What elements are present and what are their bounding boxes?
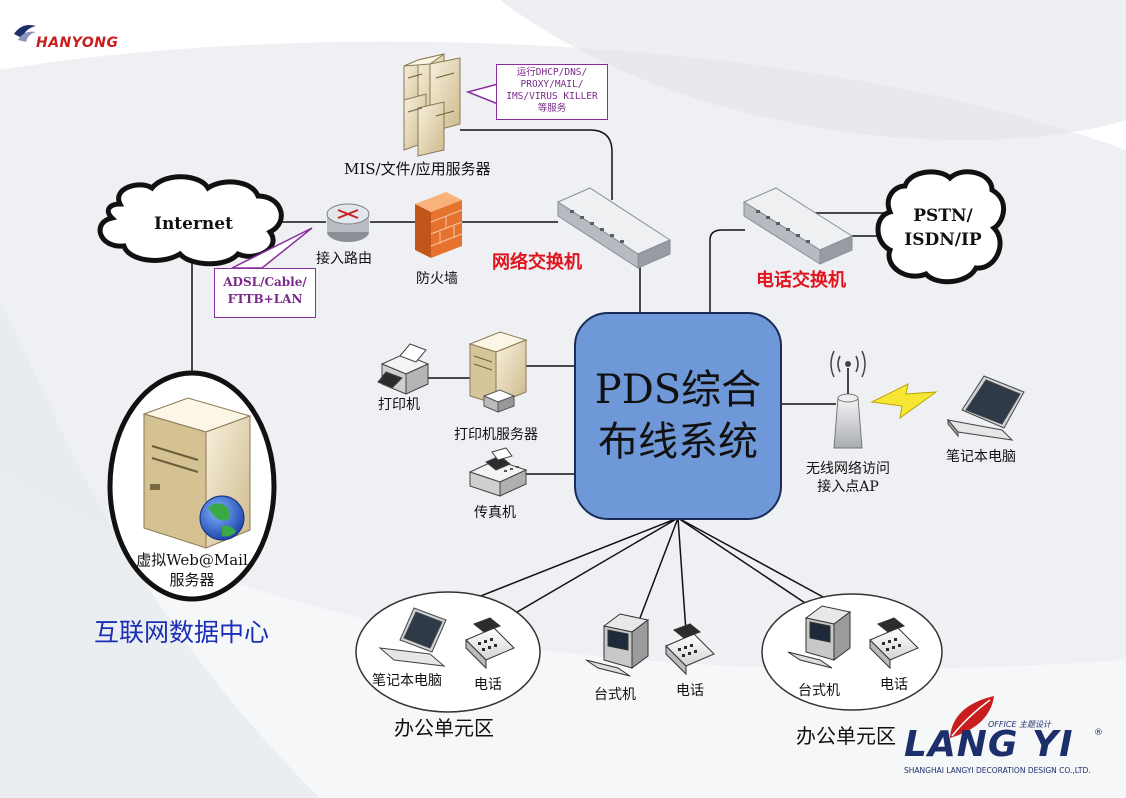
fax-icon <box>468 447 528 497</box>
office-area-left-ellipse <box>355 591 541 713</box>
print-server-label: 打印机服务器 <box>454 427 538 443</box>
pstn-label-line2: ISDN/IP <box>904 230 982 250</box>
services-callout-line3: IMS/VIRUS KILLER <box>506 91 598 102</box>
network-switch-label: 网络交换机 <box>492 252 582 273</box>
router-icon <box>326 203 370 242</box>
virtual-server-label-line2: 服务器 <box>169 571 215 589</box>
phone-switch-label: 电话交换机 <box>756 270 846 291</box>
firewall-label: 防火墙 <box>416 271 458 287</box>
mis-server-label: MIS/文件/应用服务器 <box>344 160 491 178</box>
office1-laptop-icon <box>378 607 447 667</box>
office1-phone-label: 电话 <box>474 677 502 693</box>
mid-phone-icon <box>665 623 715 676</box>
access-callout-line2: FTTB+LAN <box>227 292 303 306</box>
services-callout-line4: 等服务 <box>537 103 567 114</box>
langyi-logo-tag: OFFICE 主题设计 <box>988 720 1052 729</box>
globe-icon <box>199 495 245 541</box>
services-callout-line2: PROXY/MAIL/ <box>520 79 584 90</box>
hanyong-logo: HANYONG <box>36 35 119 51</box>
virtual-server-label: 虚拟Web@Mail 服务器 <box>132 550 252 590</box>
mid-phone-label: 电话 <box>676 683 704 699</box>
virtual-server-label-line1: 虚拟Web@Mail <box>136 551 248 569</box>
hanyong-logo-icon <box>14 25 36 42</box>
office1-area-label: 办公单元区 <box>394 716 494 740</box>
langyi-leaf-icon <box>950 696 994 738</box>
wireless-signal-icon <box>870 383 938 420</box>
langyi-logo-subtitle: SHANGHAI LANGYI DECORATION DESIGN CO.,LT… <box>904 766 1091 775</box>
ap-label: 无线网络访问 接入点AP <box>796 460 900 496</box>
network-switch-icon <box>556 187 672 269</box>
office2-phone-label: 电话 <box>880 677 908 693</box>
pstn-cloud <box>875 169 1006 285</box>
laptop-wireless-icon <box>946 375 1025 441</box>
mid-desktop-label: 台式机 <box>594 687 636 703</box>
printer-label: 打印机 <box>378 397 420 413</box>
office2-desktop-label: 台式机 <box>798 683 840 699</box>
langyi-logo-reg: ® <box>1094 728 1103 738</box>
mid-desktop-icon <box>585 613 650 677</box>
access-callout: ADSL/Cable/ FTTB+LAN <box>214 268 316 318</box>
pds-title-line1: PDS综合 <box>594 367 762 413</box>
pstn-label: PSTN/ ISDN/IP <box>892 204 994 252</box>
office2-phone-icon <box>869 617 919 670</box>
internet-label: Internet <box>154 214 233 234</box>
services-callout: 运行DHCP/DNS/ PROXY/MAIL/ IMS/VIRUS KILLER… <box>496 64 608 120</box>
printer-icon <box>377 343 430 395</box>
office2-desktop-icon <box>787 605 852 669</box>
phone-switch-icon <box>742 187 854 265</box>
wireless-ap-icon <box>830 350 866 449</box>
pds-cabling-system: PDS综合 布线系统 <box>574 312 782 520</box>
laptop-wireless-label: 笔记本电脑 <box>946 449 1016 465</box>
langyi-logo: LANG YI <box>904 724 1074 765</box>
pds-title-line2: 布线系统 <box>598 419 758 465</box>
office1-phone-icon <box>465 617 515 670</box>
office2-area-label: 办公单元区 <box>796 724 896 748</box>
access-callout-line1: ADSL/Cable/ <box>223 275 307 289</box>
pstn-label-line1: PSTN/ <box>913 206 973 226</box>
mis-server-icon <box>403 53 461 157</box>
ap-label-line2: 接入点AP <box>817 479 879 495</box>
fax-label: 传真机 <box>474 505 516 521</box>
office1-laptop-label: 笔记本电脑 <box>372 673 442 689</box>
ap-label-line1: 无线网络访问 <box>806 461 890 477</box>
print-server-icon <box>468 331 528 413</box>
services-callout-line1: 运行DHCP/DNS/ <box>516 67 588 78</box>
router-label: 接入路由 <box>316 251 372 267</box>
firewall-icon <box>415 192 463 258</box>
datacenter-title: 互联网数据中心 <box>94 618 270 647</box>
